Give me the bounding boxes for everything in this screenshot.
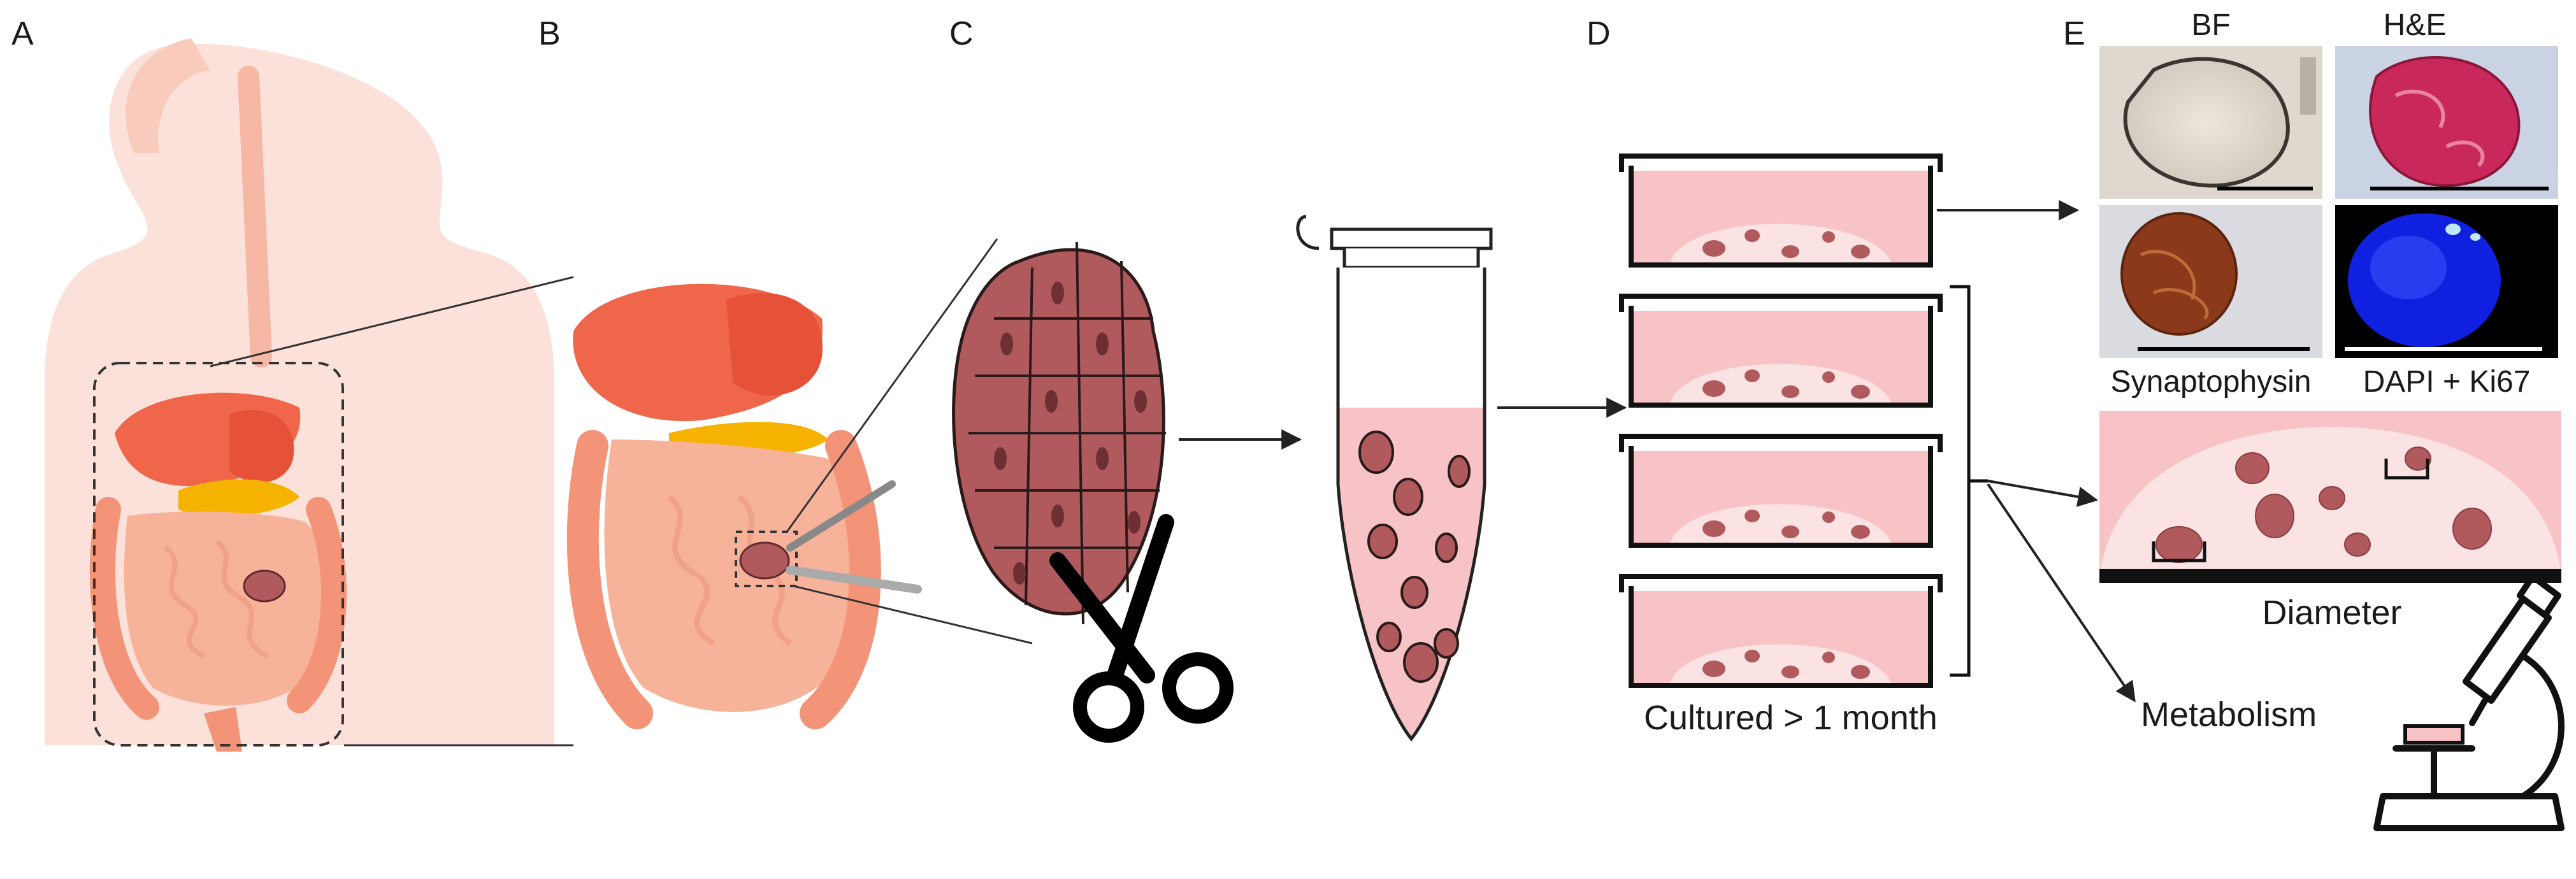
scalpel	[786, 566, 922, 594]
bf-label: BF	[2191, 8, 2230, 42]
cell-boundaries	[968, 241, 1166, 625]
organs-overview	[89, 392, 347, 752]
dapi-ki67-label: DAPI + Ki67	[2363, 365, 2531, 399]
panel-label-a: A	[11, 15, 34, 52]
diameter-label: Diameter	[2262, 594, 2401, 632]
culture-plate-2	[1619, 294, 1943, 408]
culture-plate-1	[1619, 154, 1943, 268]
zoom-line-a-top	[210, 276, 574, 368]
organs-closeup	[566, 283, 881, 729]
panel-label-c: C	[949, 15, 974, 52]
tumor-overview	[243, 569, 286, 603]
zoom-line-b-top	[786, 238, 998, 532]
forceps	[786, 480, 896, 552]
he-label: H&E	[2384, 8, 2447, 42]
culture-plate-3	[1619, 434, 1943, 548]
cell-nuclei	[994, 282, 1147, 585]
synaptophysin-label: Synaptophysin	[2111, 365, 2312, 399]
plates-bracket	[1950, 285, 1988, 677]
cultured-label: Cultured > 1 month	[1644, 699, 1938, 737]
zoom-line-b-bottom	[793, 585, 1033, 645]
petri-dish-icon	[2403, 724, 2464, 745]
panel-label-d: D	[1587, 15, 1611, 52]
diameter-well	[2099, 411, 2561, 583]
panel-label-b: B	[538, 15, 561, 52]
dapi-ki67-image	[2335, 205, 2558, 358]
arrow-plates-to-metabolism	[1987, 483, 2136, 703]
synaptophysin-image	[2099, 205, 2322, 358]
he-image	[2335, 46, 2558, 199]
culture-plate-4	[1619, 574, 1943, 688]
centrifuge-tube	[1296, 215, 1493, 742]
tumor-closeup	[739, 541, 790, 580]
zoom-box-a	[93, 362, 344, 747]
scissors-icon	[1049, 514, 1234, 743]
microscope-icon	[2373, 573, 2565, 831]
panel-label-e: E	[2063, 15, 2085, 52]
metabolism-label: Metabolism	[2141, 696, 2317, 734]
arrow-plates-to-diameter	[1987, 480, 2099, 507]
bf-image	[2099, 46, 2322, 199]
